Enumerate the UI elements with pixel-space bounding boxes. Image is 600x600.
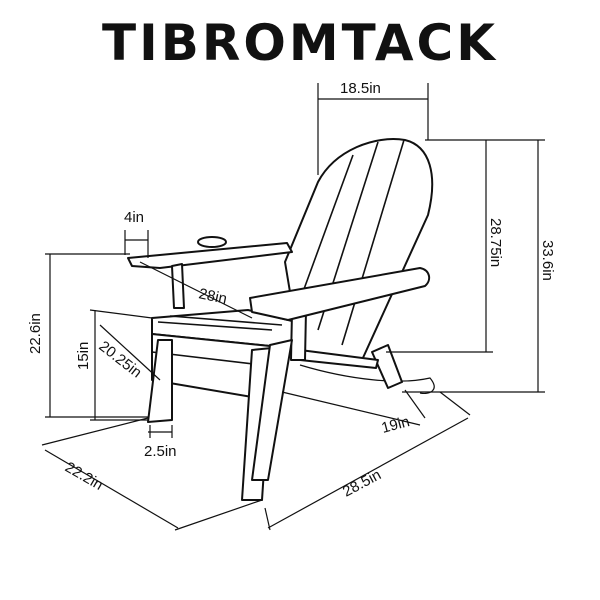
adirondack-chair-drawing bbox=[127, 138, 435, 501]
seat-slat-2 bbox=[169, 315, 283, 326]
dimension-lines bbox=[41, 83, 545, 531]
rear-leg bbox=[371, 344, 403, 389]
left-armrest bbox=[127, 242, 293, 269]
dim-back-height: 28.75in bbox=[487, 218, 504, 267]
dim-back-leg-depth: 19in bbox=[380, 413, 412, 437]
dim-leg-width: 2.5in bbox=[144, 443, 177, 460]
left-arm-post bbox=[171, 263, 185, 309]
folding-brace bbox=[251, 339, 293, 481]
ground-curve bbox=[299, 364, 435, 395]
dim-back-width: 18.5in bbox=[340, 80, 381, 97]
brand-logo: TIBROMTACK bbox=[102, 14, 498, 72]
cup-holder bbox=[197, 236, 227, 248]
dim-overall-width: 22.2in bbox=[62, 459, 106, 494]
seat-slat-1 bbox=[157, 321, 273, 331]
backrest bbox=[284, 138, 434, 361]
front-left-leg bbox=[147, 339, 173, 423]
backrest-slat-1 bbox=[299, 154, 354, 301]
dim-arm-length: 28in bbox=[197, 285, 228, 308]
dim-arm-height: 22.6in bbox=[27, 313, 44, 354]
backrest-slat-3 bbox=[341, 139, 405, 346]
dim-armrest-width: 4in bbox=[124, 209, 144, 226]
dim-overall-depth: 28.5in bbox=[340, 466, 384, 500]
dim-overall-height: 33.6in bbox=[539, 240, 556, 281]
dim-seat-height: 15in bbox=[75, 342, 92, 370]
right-armrest bbox=[249, 267, 431, 321]
